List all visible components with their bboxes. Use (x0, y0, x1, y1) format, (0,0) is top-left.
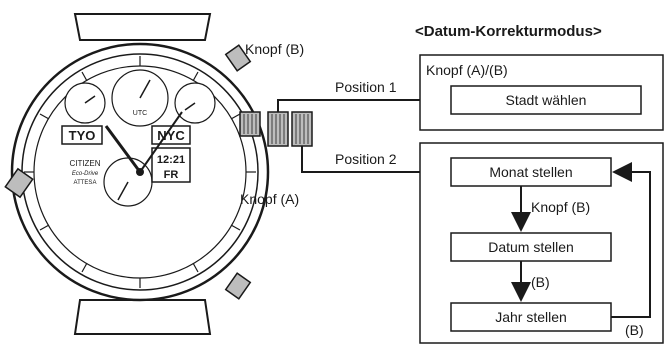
digital-day: FR (164, 169, 179, 181)
button-a-left[interactable] (4, 167, 34, 199)
position-1-arrow (277, 90, 444, 112)
step-stadt-waehlen (450, 85, 642, 115)
box1-header: Knopf (A)/(B) (426, 62, 508, 78)
city-left-text: TYO (69, 128, 96, 143)
step-jahr (450, 302, 612, 332)
brand-model: ATTESA (74, 180, 97, 186)
loop-back-arrow (611, 162, 651, 318)
bezel-ticks (24, 56, 256, 288)
minute-hand (139, 111, 183, 173)
position-2-label: Position 2 (335, 151, 397, 167)
position-2-arrow (301, 146, 444, 182)
panel-title: <Datum-Korrekturmodus> (415, 23, 602, 40)
step-jahr-label: Jahr stellen (495, 309, 567, 325)
button-a[interactable] (224, 272, 252, 300)
city-window-left (61, 125, 103, 145)
step-datum (450, 232, 612, 262)
crown-position-0[interactable] (239, 111, 261, 137)
watch-illustration: UTC TYO NYC 12:21 FR CITIZEN Eco-Drive A… (4, 13, 270, 335)
step-monat (450, 157, 612, 187)
crown-positions (267, 111, 313, 147)
digital-display (151, 147, 191, 183)
button-a-label: Knopf (A) (240, 191, 299, 207)
step-stadt-waehlen-label: Stadt wählen (506, 92, 587, 108)
step-datum-label: Datum stellen (488, 239, 574, 255)
step-monat-label: Monat stellen (489, 164, 572, 180)
arrow-label-1: Knopf (B) (531, 199, 590, 215)
city-right-text: NYC (157, 128, 185, 143)
hour-hand (104, 125, 142, 173)
crown-position-2 (291, 111, 313, 147)
arrow-label-3: (B) (625, 322, 644, 338)
brand-line: Eco-Drive (72, 171, 99, 177)
button-b[interactable] (224, 44, 252, 72)
utc-label: UTC (133, 110, 147, 117)
button-b-label: Knopf (B) (245, 41, 304, 57)
crown-position-1 (267, 111, 289, 147)
arrow-label-2: (B) (531, 274, 550, 290)
position-1-label: Position 1 (335, 79, 397, 95)
digital-date: 12:21 (157, 154, 185, 166)
brand-text: CITIZEN (69, 159, 100, 168)
